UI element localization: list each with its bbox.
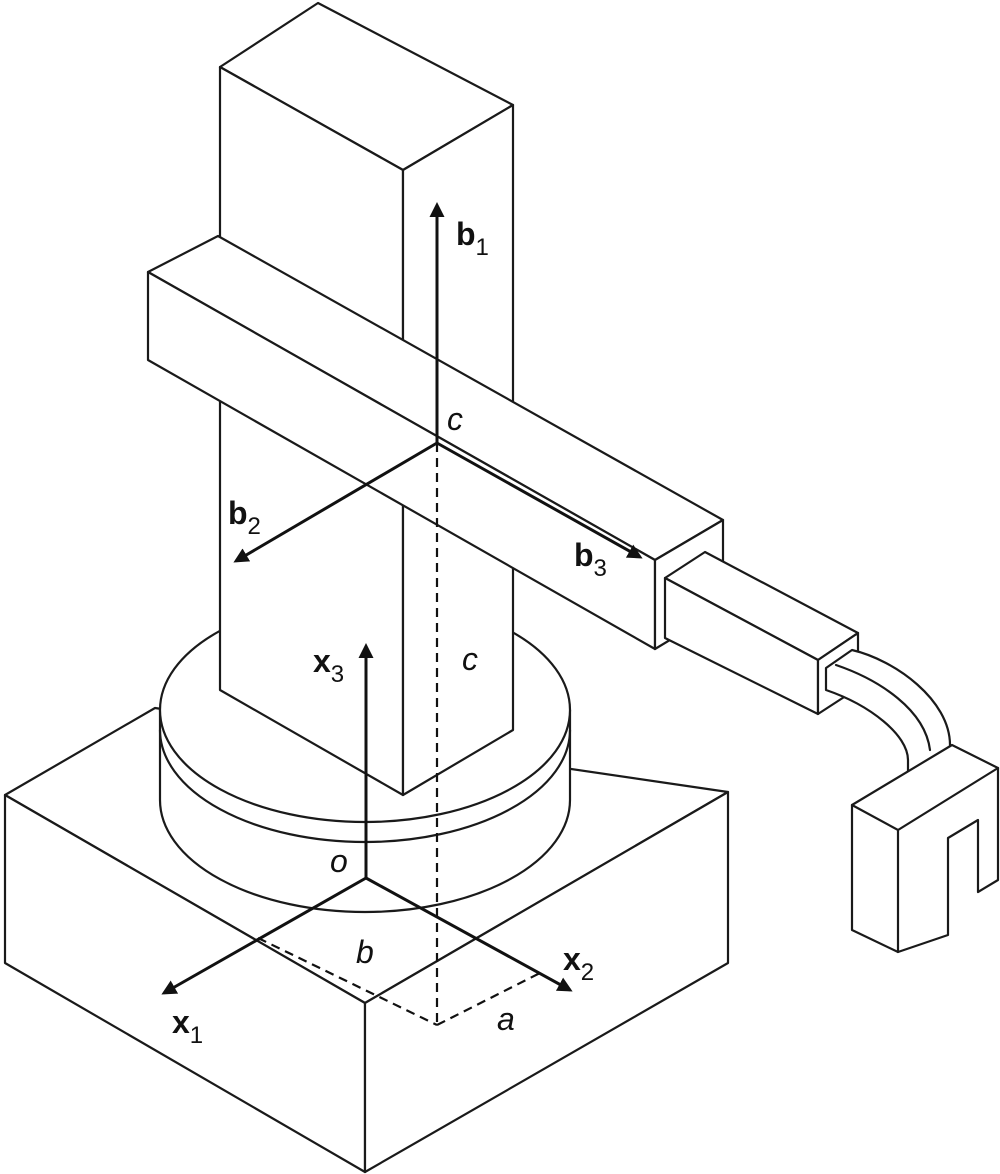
dimension-a-label: a: [497, 1001, 515, 1037]
x3-label: x3: [313, 643, 344, 688]
b1-label: b1: [456, 216, 489, 261]
origin-o-label: o: [330, 843, 348, 879]
x2-label: x2: [563, 941, 594, 986]
b3-axis-arrow: [436, 441, 643, 559]
x2-axis-arrow: [365, 876, 573, 992]
b3-label: b3: [574, 537, 607, 582]
dimension-b-label: b: [356, 934, 374, 970]
x1-axis-arrow: [161, 876, 367, 995]
dimension-c-label: c: [462, 641, 478, 677]
b2-axis-arrow: [233, 441, 438, 563]
point-c-label: c: [447, 401, 463, 437]
dimension-lines: [257, 443, 541, 1026]
b2-label: b2: [228, 495, 261, 540]
inertial-frame: [161, 643, 573, 995]
x1-label: x1: [172, 1004, 203, 1049]
gripper: [850, 743, 1000, 954]
body-frame: [233, 202, 643, 563]
